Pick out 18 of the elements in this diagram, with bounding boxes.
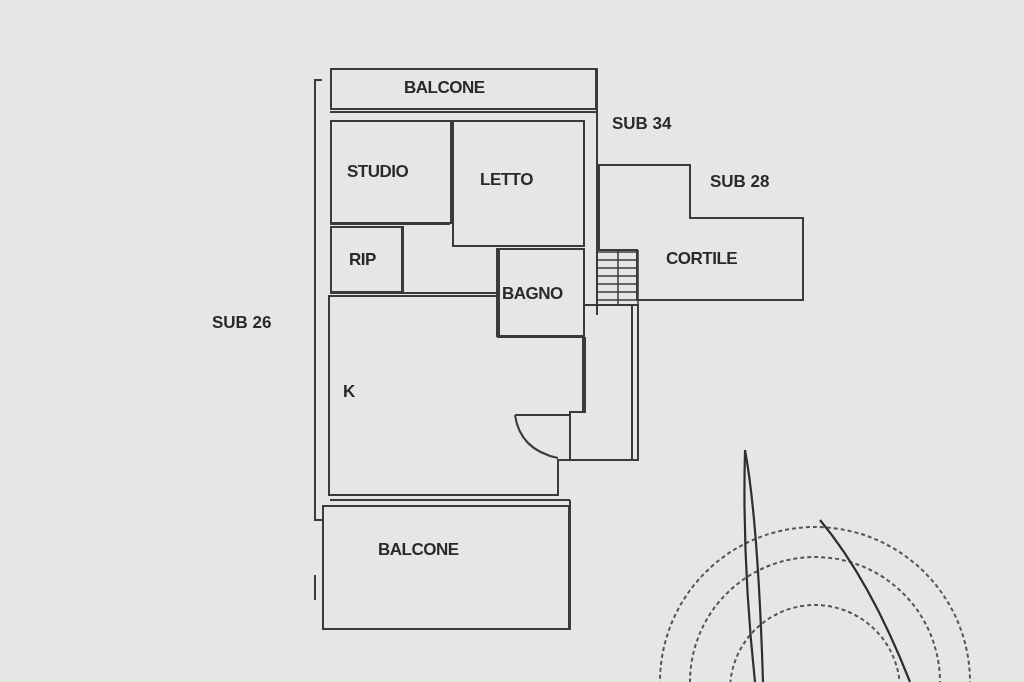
- room-area: [330, 226, 403, 293]
- room-area: [330, 68, 597, 110]
- room-label: K: [343, 382, 355, 402]
- room-area: [498, 248, 585, 337]
- room-label: STUDIO: [347, 162, 409, 182]
- room-label: RIP: [349, 250, 376, 270]
- room-label: BALCONE: [378, 540, 459, 560]
- room-area: [322, 505, 570, 630]
- unit-label: SUB 28: [710, 172, 770, 192]
- room-label: BALCONE: [404, 78, 485, 98]
- unit-label: SUB 34: [612, 114, 672, 134]
- room-label: BAGNO: [502, 284, 563, 304]
- courtyard-area: [597, 163, 805, 302]
- room-label: CORTILE: [666, 249, 738, 269]
- room-label: LETTO: [480, 170, 533, 190]
- unit-label: SUB 26: [212, 313, 272, 333]
- room-area: [452, 120, 585, 247]
- room-area: [330, 120, 452, 224]
